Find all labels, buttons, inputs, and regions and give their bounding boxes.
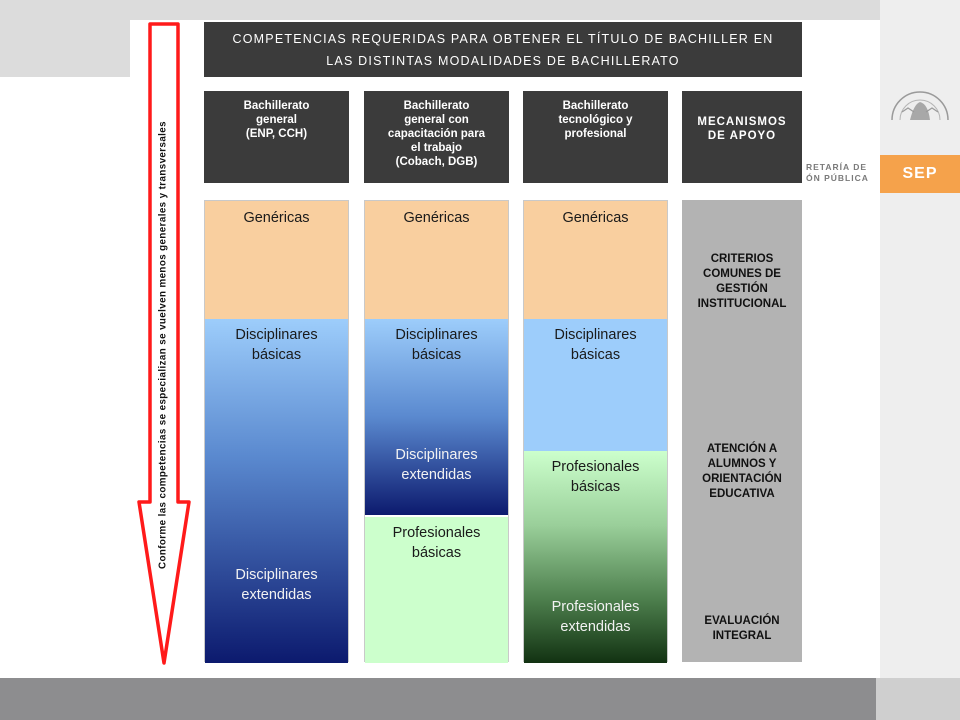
column-general: Genéricas Disciplinares básicas Discipli… xyxy=(204,200,349,663)
page-title: Competencias requeridas para obtener el … xyxy=(204,22,802,77)
down-arrow-icon xyxy=(137,22,191,665)
label-profesionales-basicas: Profesionales básicas xyxy=(392,525,481,561)
label-disciplinares-extendidas: Disciplinares extendidas xyxy=(235,567,318,603)
bottom-band xyxy=(0,678,876,720)
agency-name-line-2: ÓN PÚBLICA xyxy=(806,173,869,183)
column-mecanismos: CRITERIOS COMUNES DE GESTIÓN INSTITUCION… xyxy=(682,200,802,662)
right-strip xyxy=(880,0,960,720)
segment-profesionales xyxy=(524,451,667,663)
column-header-general: Bachillerato general (ENP, CCH) xyxy=(204,91,349,183)
agency-name-line-1: RETARÍA DE xyxy=(806,162,867,172)
arrow-caption: Conforme las competencias se especializa… xyxy=(157,121,169,569)
support-item-gestion: CRITERIOS COMUNES DE GESTIÓN INSTITUCION… xyxy=(697,253,787,310)
segment-genericas xyxy=(524,201,667,319)
label-disciplinares-basicas: Disciplinares básicas xyxy=(554,327,637,363)
bottom-band-right xyxy=(876,678,960,720)
column-header-tecnologico: Bachillerato tecnológico y profesional xyxy=(523,91,668,183)
label-disciplinares-basicas: Disciplinares básicas xyxy=(235,327,318,363)
national-seal-icon xyxy=(884,82,956,120)
label-genericas: Genéricas xyxy=(562,210,629,226)
segment-disciplinares xyxy=(365,319,508,515)
segment-genericas xyxy=(365,201,508,319)
column-tecnologico: Genéricas Disciplinares básicas Profesio… xyxy=(523,200,668,663)
segment-disciplinares xyxy=(524,319,667,451)
segment-profesionales xyxy=(365,517,508,663)
label-genericas: Genéricas xyxy=(243,210,310,226)
support-item-evaluacion: EVALUACIÓN INTEGRAL xyxy=(704,615,780,642)
column-header-general-capacitacion: Bachillerato general con capacitación pa… xyxy=(364,91,509,183)
label-disciplinares-extendidas: Disciplinares extendidas xyxy=(395,447,478,483)
label-profesionales-extendidas: Profesionales extendidas xyxy=(551,599,640,635)
label-profesionales-basicas: Profesionales básicas xyxy=(551,459,640,495)
label-genericas: Genéricas xyxy=(403,210,470,226)
sep-logo-badge: SEP xyxy=(880,155,960,193)
segment-disciplinares xyxy=(205,319,348,663)
column-general-capacitacion: Genéricas Disciplinares básicas Discipli… xyxy=(364,200,509,663)
segment-genericas xyxy=(205,201,348,319)
support-item-atencion: ATENCIÓN A ALUMNOS Y ORIENTACIÓN EDUCATI… xyxy=(702,443,782,500)
column-header-mecanismos: MECANISMOS DE APOYO xyxy=(682,91,802,183)
label-disciplinares-basicas: Disciplinares básicas xyxy=(395,327,478,363)
